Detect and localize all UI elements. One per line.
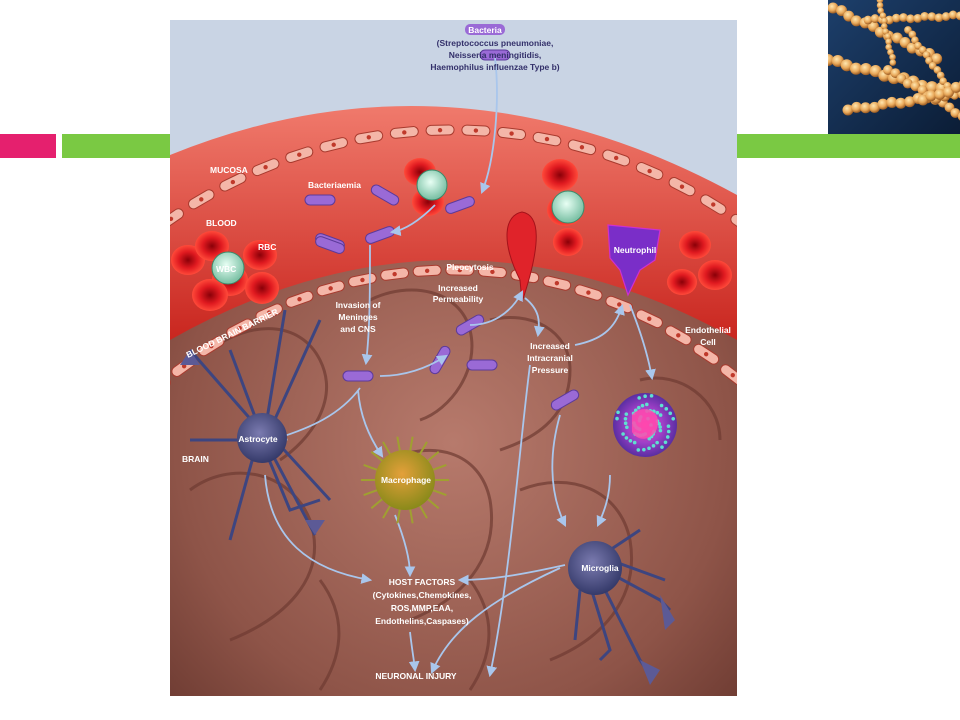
- rbc-label: RBC: [258, 242, 276, 252]
- invasion-line-1: Invasion of: [336, 300, 381, 310]
- meningitis-pathogenesis-diagram: Bacteria (Streptococcus pneumoniae, Neis…: [170, 20, 737, 696]
- host-factors-line-2: (Cytokines,Chemokines,: [373, 590, 472, 600]
- increased-permeability-line-1: Increased: [438, 283, 478, 293]
- accent-bar-pink: [0, 134, 56, 158]
- microglia-label: Microglia: [581, 563, 619, 573]
- host-factors-line-3: ROS,MMP,EAA,: [391, 603, 453, 613]
- astrocyte-label: Astrocyte: [238, 434, 277, 444]
- white-blood-cells: [211, 169, 585, 285]
- neutrophil-transmigrating: [607, 224, 661, 297]
- neutrophil-label: Neutrophil: [614, 245, 657, 255]
- macrophage-body: [375, 450, 435, 510]
- bacteriaemia-label: Bacteriaemia: [308, 180, 361, 190]
- astrocyte-endfoot: [305, 520, 325, 535]
- intracranial-line-3: Pressure: [532, 365, 569, 375]
- pathway-arrows: [264, 57, 656, 678]
- host-factors-title: HOST FACTORS: [389, 577, 456, 587]
- bacteria-species-line-3: Haemophilus influenzae Type b): [430, 62, 559, 72]
- invasion-line-2: Meninges: [338, 312, 377, 322]
- astrocyte-endfoot: [180, 350, 200, 365]
- invasion-line-3: and CNS: [340, 324, 376, 334]
- accent-bar-green-right: [737, 134, 960, 158]
- accent-bar-green-left: [62, 134, 170, 158]
- bacteria-title: Bacteria: [468, 25, 502, 35]
- macrophage-label: Macrophage: [381, 475, 431, 485]
- bacteria-species-line-1: (Streptococcus pneumoniae,: [437, 38, 554, 48]
- pleocytosis-cell: [506, 211, 537, 303]
- bacteria-label-pill: [465, 24, 505, 35]
- microglia-body: [568, 541, 622, 595]
- microglia-endfoot: [660, 595, 675, 630]
- mucosa-label: MUCOSA: [210, 165, 248, 175]
- bacteria-micrograph-photo: [828, 0, 960, 134]
- blood-vessel: [170, 106, 737, 340]
- mucosa-endothelium: [170, 124, 737, 236]
- pleocytosis-label: Pleocytosis: [446, 262, 494, 272]
- astrocyte-body: [237, 413, 287, 463]
- red-blood-cells: [171, 158, 732, 311]
- bacteria-species-line-2: Neisseria meningitidis,: [449, 50, 542, 60]
- blood-label: BLOOD: [206, 218, 237, 228]
- wbc-label: WBC: [216, 264, 236, 274]
- brain-label: BRAIN: [182, 454, 209, 464]
- endothelial-line-2: Cell: [700, 337, 716, 347]
- neutrophil-nucleus: [632, 409, 658, 439]
- host-factors-line-4: Endothelins,Caspases): [375, 616, 469, 626]
- increased-permeability-line-2: Permeability: [433, 294, 484, 304]
- endothelial-line-1: Endothelial: [685, 325, 731, 335]
- neuronal-injury-label: NEURONAL INJURY: [375, 671, 457, 681]
- intracranial-line-2: Intracranial: [527, 353, 573, 363]
- microglia-endfoot: [640, 660, 660, 685]
- intracranial-line-1: Increased: [530, 341, 570, 351]
